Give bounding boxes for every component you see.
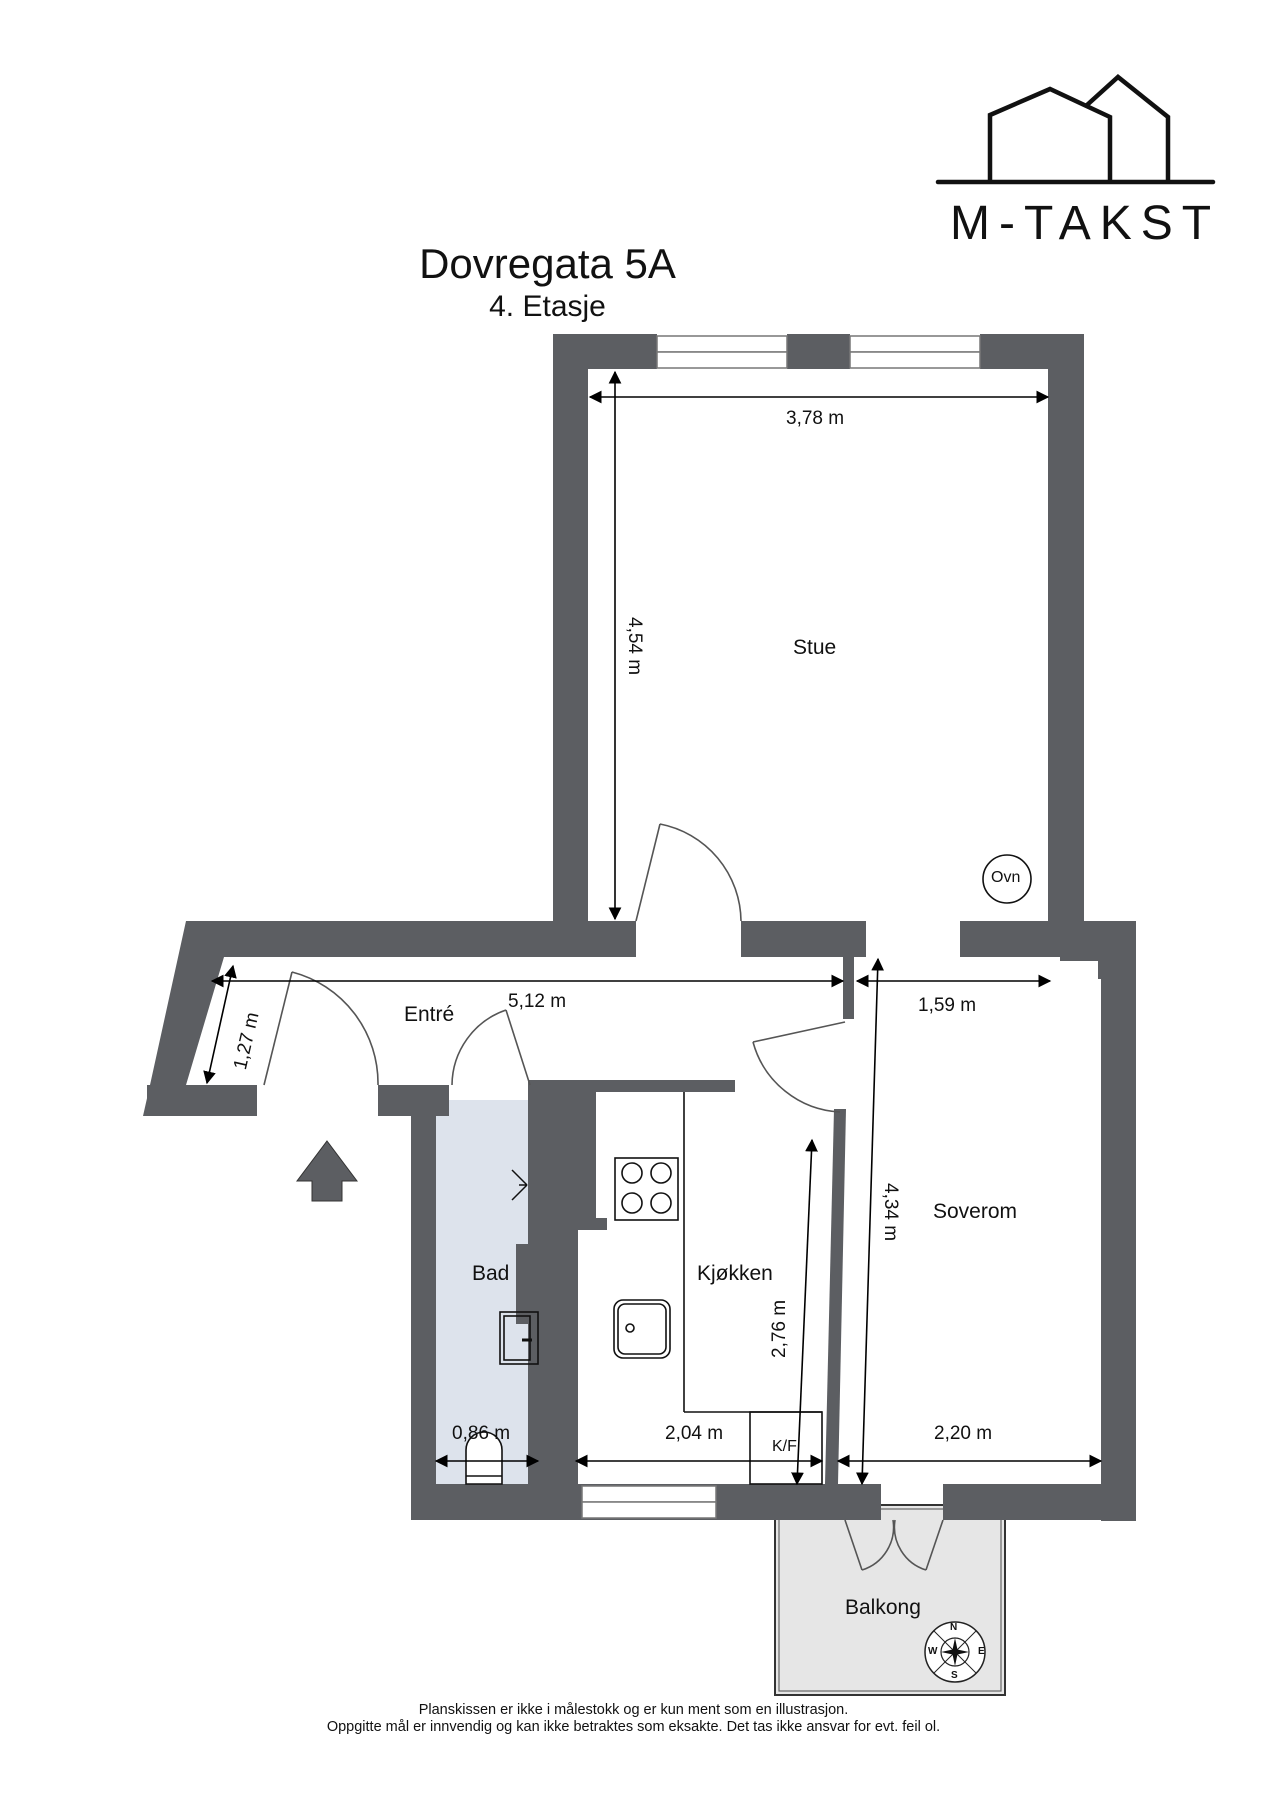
fridge-freezer xyxy=(749,1411,823,1485)
dim-kjokken-width: 2,04 m xyxy=(665,1423,724,1444)
stove xyxy=(614,1157,679,1221)
compass-e: E xyxy=(978,1646,985,1657)
dim-stue-width: 3,78 m xyxy=(786,408,845,429)
disclaimer-line-2: Oppgitte mål er innvendig og kan ikke be… xyxy=(326,1719,941,1735)
compass-w: W xyxy=(928,1646,938,1657)
disclaimer: Planskissen er ikke i målestokk og er ku… xyxy=(0,1702,1270,1736)
dim-soverom-length: 4,34 m xyxy=(880,1183,901,1242)
page-title: Dovregata 5A xyxy=(419,240,676,287)
room-label-soverom: Soverom xyxy=(933,1200,1018,1223)
room-label-stue: Stue xyxy=(793,636,837,659)
compass-n: N xyxy=(950,1622,958,1633)
room-label-bad: Bad xyxy=(472,1262,510,1285)
dim-entre-length: 5,12 m xyxy=(508,991,567,1012)
dim-soverom-width: 2,20 m xyxy=(934,1423,993,1444)
fridge-freezer-label: K/F xyxy=(772,1438,797,1455)
dim-soverom-top-width: 1,59 m xyxy=(918,995,977,1016)
room-label-balkong: Balkong xyxy=(845,1596,921,1619)
compass-s: S xyxy=(951,1670,958,1681)
entrance-arrow-icon xyxy=(296,1140,358,1202)
room-label-kjokken: Kjøkken xyxy=(697,1262,773,1285)
dim-kjokken-length: 2,76 m xyxy=(769,1299,790,1358)
walls xyxy=(143,334,1136,1521)
dim-bad-width: 0,86 m xyxy=(452,1423,511,1444)
brand-name: M-TAKST xyxy=(950,197,1221,250)
compass-icon xyxy=(924,1621,986,1683)
m-takst-logo-icon xyxy=(935,74,1216,185)
oven-label: Ovn xyxy=(991,869,1021,886)
room-label-entre: Entré xyxy=(404,1003,455,1026)
dim-stue-length: 4,54 m xyxy=(624,617,645,676)
floor-subtitle: 4. Etasje xyxy=(489,290,606,323)
disclaimer-line-1: Planskissen er ikke i målestokk og er ku… xyxy=(418,1702,849,1718)
sink xyxy=(613,1299,671,1359)
windows xyxy=(581,335,981,1519)
